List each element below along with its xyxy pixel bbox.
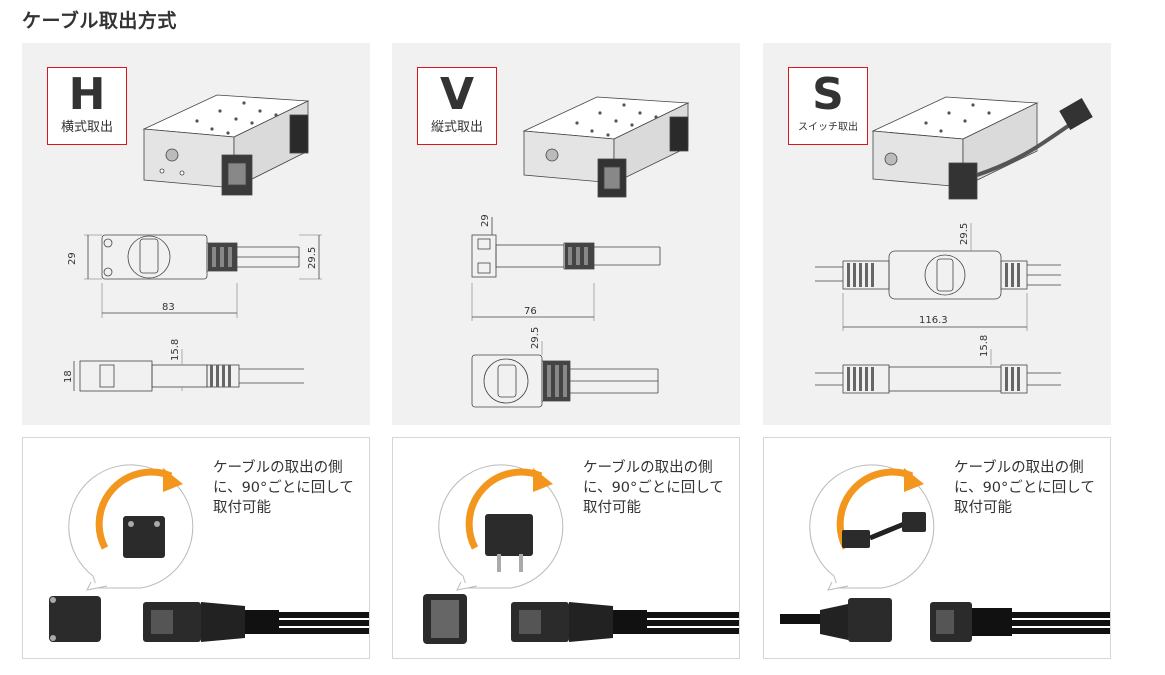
- rotate-arrow-icon: [95, 468, 173, 550]
- type-letter: V: [439, 69, 475, 120]
- type-badge-v: V 縦式取出: [417, 67, 497, 145]
- rotate-arrow-icon: [465, 468, 543, 550]
- type-letter: S: [812, 69, 844, 120]
- dim-width-label: 29.5: [959, 223, 970, 245]
- connector-block-icon: [485, 514, 533, 572]
- rotation-note: ケーブルの取出の側に、90°ごとに回して取付可能: [954, 460, 1095, 516]
- cable-connector-icon: [511, 602, 739, 642]
- cable-connector-icon: [780, 598, 1110, 642]
- dim-length-label: 76: [524, 306, 537, 317]
- dim-height-label: 29: [480, 214, 491, 227]
- rotation-note: ケーブルの取出の側に、90°ごとに回して取付可能: [213, 460, 354, 516]
- connector-block-icon: [123, 516, 165, 558]
- panel-vertical-rotation: ケーブルの取出の側に、90°ごとに回して取付可能: [392, 437, 740, 659]
- panel-switch-rotation: ケーブルの取出の側に、90°ごとに回して取付可能: [763, 437, 1111, 659]
- dim-height-label: 29: [67, 252, 78, 265]
- dim-length-label: 83: [162, 302, 175, 313]
- dim-depth-label: 15.8: [170, 339, 181, 361]
- rotation-illustration: [423, 464, 739, 644]
- cable-connector-icon: [143, 602, 369, 642]
- connector-side-icon: [49, 596, 101, 642]
- vertical-technical-drawing: 29 76 29.5: [471, 96, 690, 408]
- panel-horizontal-rotation: ケーブルの取出の側に、90°ごとに回して取付可能: [22, 437, 370, 659]
- dim-side-label: 18: [63, 370, 74, 383]
- type-label: 横式取出: [60, 120, 113, 135]
- connector-side-icon: [423, 594, 467, 644]
- page-title: ケーブル取出方式: [22, 10, 177, 32]
- switch-technical-drawing: 29.5 116.3 15.8: [815, 96, 1093, 394]
- type-label: 縦式取出: [430, 120, 483, 135]
- panel-horizontal-drawing: 29 29.5 83 15.8 18 H 横式取出: [22, 43, 370, 425]
- type-badge-h: H 横式取出: [47, 67, 127, 145]
- dim-width-label: 29.5: [530, 327, 541, 349]
- dim-height-right-label: 29.5: [307, 247, 318, 269]
- connector-block-icon: [842, 512, 926, 548]
- dim-length-label: 116.3: [919, 315, 948, 326]
- panel-vertical-drawing: 29 76 29.5 V 縦式取出: [392, 43, 740, 425]
- type-letter: H: [68, 69, 106, 120]
- type-label: スイッチ取出: [798, 122, 858, 133]
- rotation-note: ケーブルの取出の側に、90°ごとに回して取付可能: [583, 460, 724, 516]
- dim-depth-label: 15.8: [979, 335, 990, 357]
- horizontal-technical-drawing: 29 29.5 83 15.8 18: [63, 94, 322, 392]
- panel-switch-drawing: 29.5 116.3 15.8 S スイッチ取出: [763, 43, 1111, 425]
- rotation-illustration: [49, 464, 369, 642]
- rotate-arrow-icon: [836, 468, 914, 550]
- rotation-illustration: [780, 464, 1110, 642]
- type-badge-s: S スイッチ取出: [788, 67, 868, 145]
